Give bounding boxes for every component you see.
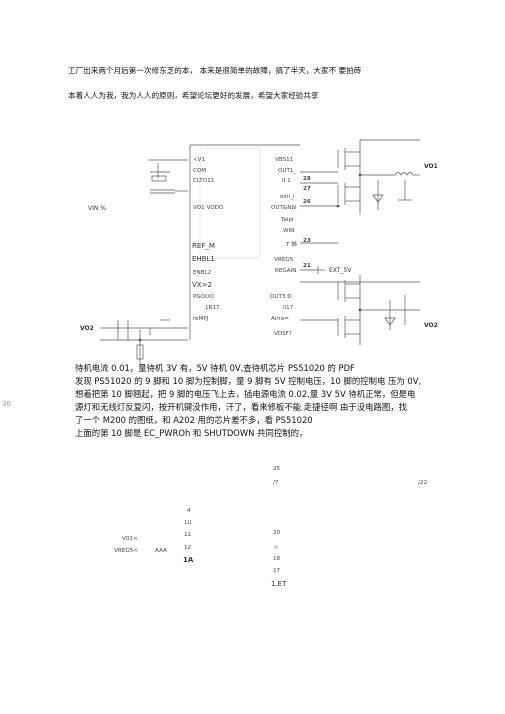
pin-label-ii17: ii17 <box>283 305 294 311</box>
chip-label-vx2: VX>2 <box>192 281 212 289</box>
net-label-vo2-left: VO2 <box>80 325 94 332</box>
s2-num-4: 4 <box>187 508 191 514</box>
net-label-vin: VIN % <box>88 205 106 212</box>
body-line-1: 待机电流 0.01，量待机 3V 有，5V 待机 0V,查待机芯片 PS5102… <box>75 363 355 373</box>
margin-number: 30 <box>2 400 11 408</box>
body-line-5: 了一个 M200 的图纸，和 A202 用的芯片差不多，看 PS51020 <box>75 415 313 425</box>
header-line-2: 本着人人为我，我为人人的原则，希望论坛更好的发展，希望大家经验共享 <box>68 91 319 100</box>
s2-label-aaa: AAA <box>155 548 167 554</box>
chip-label-ref-m: REF_M <box>192 242 215 250</box>
pin-number-21: 21 <box>303 263 311 269</box>
s2-num-1u: 1U <box>184 520 192 526</box>
s2-num-12: 12 <box>184 545 192 551</box>
pin-label-oini: oini_i <box>280 194 295 200</box>
s2-label-7: /7 <box>273 480 279 486</box>
pin-label-vreg5: VREG5 <box>274 257 294 263</box>
s2-label-22: /22 <box>418 480 428 486</box>
body-line-6: 上面的第 10 脚是 EC_PWROh 和 SHUTDOWN 共同控制的， <box>75 428 308 438</box>
chip-label-com: COM <box>193 168 207 174</box>
pin-label-outnbi: OUT&NbI <box>271 205 297 211</box>
s2-label-vreg5: VREG5< <box>114 548 138 554</box>
net-label-ext5v: EXT_5V <box>329 267 352 274</box>
chip-label-clto11: CLTO11 <box>193 178 215 184</box>
s2-num-1et: 1.ET <box>271 580 287 588</box>
chip-label-v1: <V1 <box>193 157 206 163</box>
pin-label-out3d: OUT3 D <box>270 294 292 300</box>
body-line-2: 发现 PS51020 的 9 脚和 10 脚为控制脚，量 9 脚有 5V 控制电… <box>75 376 422 386</box>
pin-label-taipi: Taipi <box>281 217 294 223</box>
chip-label-vo1vodo: VO1 VODO <box>193 205 224 211</box>
net-label-vo1: VO1 <box>424 163 438 170</box>
chip-label-enbl2: ENBL2 <box>193 270 212 276</box>
s2-num-11: 11 <box>184 532 192 538</box>
pin-label-regain: REGAIN <box>275 268 297 274</box>
chip-label-1r17: 1R17 <box>205 305 220 311</box>
net-label-vo2-right: VO2 <box>424 322 438 329</box>
chip-label-rompj: roMPJ <box>193 316 209 322</box>
pin-label-out1: OUT1_ <box>278 168 297 174</box>
chip-label-pgooo: PGOOO <box>193 294 214 300</box>
s2-num-17: 17 <box>273 568 281 574</box>
pin-number-28: 28 <box>303 176 311 182</box>
chip-label-ehbl1: EHBL1 <box>192 255 215 263</box>
pin-number-27: 27 <box>303 186 311 192</box>
pin-label-ii1: II 1 <box>282 178 291 184</box>
header-line-1: 工厂出来两个月后第一次修东芝的本， 本来是很简单的故障，搞了半天，大家不 要拍砖 <box>68 66 362 75</box>
pin-label-t: T 姊 <box>286 242 297 248</box>
s2-num-18: 18 <box>273 556 281 562</box>
s2-num-1a: 1A <box>183 556 194 564</box>
s2-num-20: 20 <box>273 530 281 536</box>
pin-number-26: 26 <box>303 199 311 205</box>
s2-num-cap: ∩ <box>274 545 279 551</box>
pin-number-23: 23 <box>303 238 311 244</box>
pin-label-vdsf: VDSF? <box>274 331 292 337</box>
body-line-4: 源灯和无线灯反复闪，按开机键没作用，汗了，看来修板不能 走捷径啊 由于没电路图，… <box>75 402 407 412</box>
pin-label-vbs11: VBS11 <box>275 157 294 163</box>
pin-label-airra: Airra= <box>271 316 289 322</box>
s2-label-vo2: V02< <box>122 536 138 542</box>
body-line-3: 想着把第 10 脚翘起，把 9 脚的电压飞上去，插电源电流 0.02,量 3V … <box>75 389 416 399</box>
s2-label-25: 25 <box>273 466 281 472</box>
pin-label-win: WIN <box>283 228 295 234</box>
